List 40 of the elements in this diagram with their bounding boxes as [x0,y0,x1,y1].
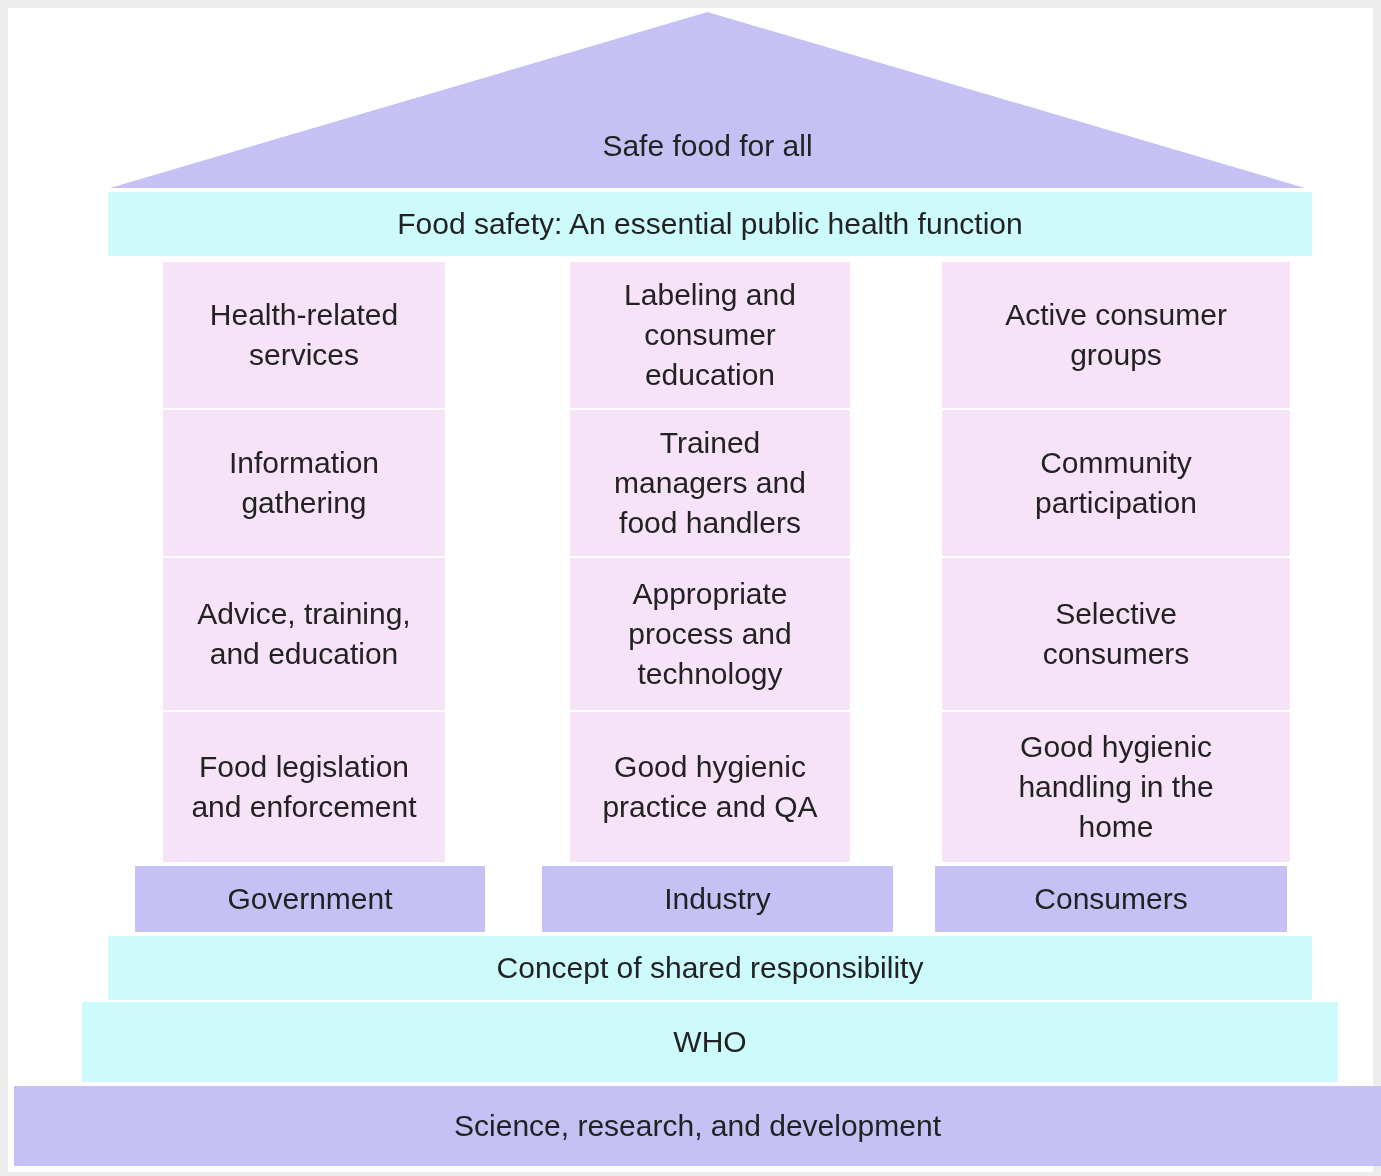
label-text: Labeling and consumer education [623,277,797,393]
label-text: Appropriate process and technology [627,576,793,692]
label-text: Food legislation and enforcement [190,749,418,825]
pillar-block [942,558,1290,710]
pillar-block [570,262,850,408]
label-text: Good hygienic handling in the home [1017,729,1215,845]
pillar-block [163,262,445,408]
base-bar [935,866,1287,932]
label-text: Safe food for all [602,128,813,164]
pillar-block [163,712,445,862]
label-text: Community participation [1034,445,1198,521]
pillar-block [570,410,850,556]
band-bar [108,936,1312,1000]
label-text: Government [227,881,393,917]
label-text: WHO [673,1024,747,1060]
label-text: Food safety: An essential public health function [397,206,1023,242]
label-text: Good hygienic practice and QA [601,749,819,825]
band-bar [82,1002,1338,1082]
pillar-block [942,410,1290,556]
label-text: Industry [664,881,771,917]
pillar-block [942,262,1290,408]
band-bar [108,192,1312,256]
label-text: Active consumer groups [1004,297,1228,373]
label-text: Selective consumers [1041,596,1191,672]
base-bar [14,1086,1381,1166]
pillar-block [570,712,850,862]
pillar-block [163,558,445,710]
pillar-block [163,410,445,556]
label-text: Trained managers and food handlers [613,425,807,541]
pillar-block [942,712,1290,862]
label-text: Consumers [1034,881,1188,917]
pillar-block [570,558,850,710]
label-text: Information gathering [227,445,381,521]
label-text: Science, research, and development [454,1108,941,1144]
roof-triangle [110,12,1305,188]
base-bar [135,866,485,932]
label-text: Health-related services [208,297,400,373]
label-text: Concept of shared responsibility [496,950,924,986]
label-text: Advice, training, and education [196,596,412,672]
base-bar [542,866,893,932]
